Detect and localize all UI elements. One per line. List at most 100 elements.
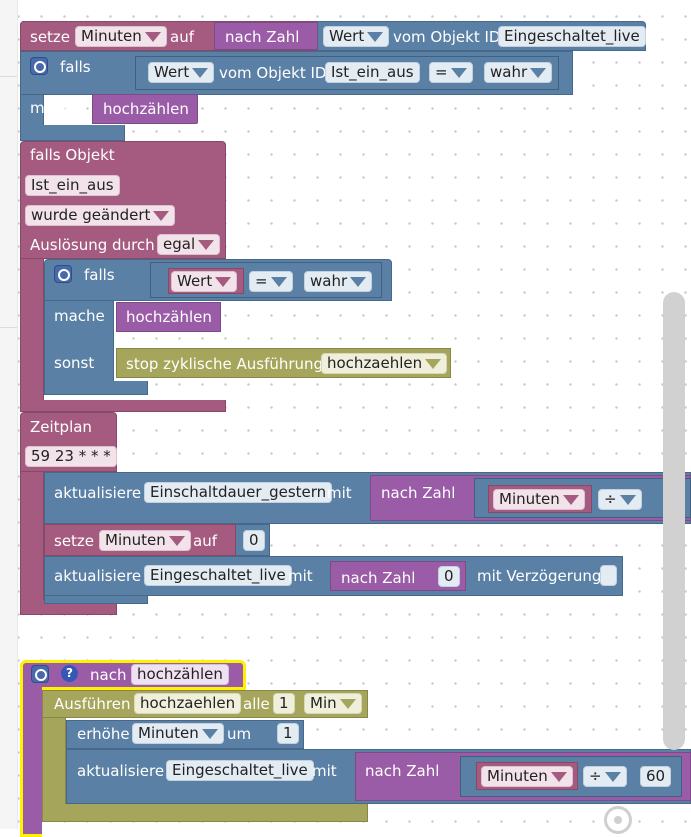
- falls-label: falls: [84, 266, 115, 284]
- dropdown-arrow-icon: [550, 771, 567, 782]
- variable-dropdown[interactable]: Minuten: [493, 489, 585, 510]
- dropdown-arrow-icon: [168, 535, 185, 546]
- condition-dropdown[interactable]: wurde geändert: [25, 205, 176, 226]
- mit-label: mit: [288, 567, 313, 585]
- operator-dropdown[interactable]: =: [249, 271, 293, 292]
- function-definition-spine: [20, 687, 42, 837]
- wert-dropdown[interactable]: Wert: [148, 62, 215, 83]
- dropdown-arrow-icon: [270, 276, 287, 287]
- stop-label: stop zyklische Ausführung: [126, 355, 324, 373]
- alle-label: alle: [243, 695, 270, 713]
- dropdown-arrow-icon: [562, 494, 579, 505]
- cron-field[interactable]: 59 23 * * *: [25, 446, 117, 467]
- dropdown-arrow-icon: [201, 728, 218, 739]
- setze-label: setze: [54, 532, 95, 550]
- um-label: um: [227, 725, 252, 743]
- aktualisiere-label: aktualisiere: [54, 484, 142, 502]
- mit-label: mit: [312, 762, 337, 780]
- ausfuehren-footer: [42, 804, 368, 822]
- vom-objekt-id-label: vom Objekt ID: [219, 64, 327, 82]
- operator-dropdown[interactable]: =: [429, 62, 473, 83]
- object-id-field[interactable]: Ist_ein_aus: [25, 175, 120, 196]
- verzoegerung-label: mit Verzögerung: [477, 567, 602, 585]
- ausloesung-label: Auslösung durch: [30, 236, 155, 254]
- divisor-field[interactable]: 60: [640, 766, 672, 787]
- vertical-scrollbar[interactable]: [663, 292, 685, 750]
- nach-zahl-label: nach Zahl: [341, 569, 416, 587]
- zeitplan-spine: [20, 472, 44, 600]
- step-field[interactable]: 1: [277, 723, 299, 744]
- object-id-field[interactable]: Ist_ein_aus: [325, 62, 420, 83]
- gear-icon[interactable]: [30, 57, 48, 75]
- sonst-label: sonst: [54, 354, 95, 372]
- mit-label: mit: [327, 484, 352, 502]
- number-field[interactable]: 0: [438, 566, 460, 587]
- aktualisiere-label: aktualisiere: [77, 762, 165, 780]
- auf-label: auf: [193, 532, 217, 550]
- object-id-field[interactable]: Eingeschaltet_live: [166, 760, 314, 781]
- function-name-field[interactable]: hochzählen: [131, 664, 229, 685]
- operator-dropdown[interactable]: ÷: [583, 766, 627, 787]
- interval-dropdown[interactable]: hochzaehlen: [321, 353, 448, 374]
- variable-dropdown[interactable]: Minuten: [132, 723, 224, 744]
- falls-sonst-spine: [44, 301, 114, 395]
- call-hochzaehlen-block[interactable]: [116, 302, 221, 332]
- dropdown-arrow-icon: [604, 771, 621, 782]
- dropdown-arrow-icon: [339, 698, 356, 709]
- dropdown-arrow-icon: [619, 494, 636, 505]
- interval-field[interactable]: 1: [273, 693, 295, 714]
- trigger-spine: [20, 259, 44, 400]
- object-id-field[interactable]: Eingeschaltet_live: [144, 565, 292, 586]
- operator-dropdown[interactable]: ÷: [598, 489, 642, 510]
- toolbox-divider: [0, 327, 17, 328]
- dropdown-arrow-icon: [450, 67, 467, 78]
- verzoegerung-checkbox[interactable]: [600, 565, 617, 586]
- dropdown-arrow-icon: [425, 358, 442, 369]
- trigger-footer: [20, 400, 226, 412]
- unit-dropdown[interactable]: Min: [304, 693, 362, 714]
- nach-zahl-label: nach Zahl: [225, 28, 300, 46]
- value-dropdown[interactable]: wahr: [304, 271, 373, 292]
- gear-icon[interactable]: [54, 265, 72, 283]
- call-hochzaehlen-block[interactable]: [92, 94, 198, 124]
- vom-objekt-id-label: vom Objekt ID: [393, 28, 501, 46]
- ausloesung-dropdown[interactable]: egal: [157, 234, 221, 255]
- wert-dropdown[interactable]: Wert: [323, 26, 390, 47]
- nach-zahl-label: nach Zahl: [365, 762, 440, 780]
- nach-zahl-block[interactable]: [214, 22, 318, 50]
- dropdown-arrow-icon: [367, 31, 384, 42]
- dropdown-arrow-icon: [198, 239, 215, 250]
- help-icon[interactable]: ?: [61, 665, 78, 682]
- value-dropdown[interactable]: wahr: [484, 62, 553, 83]
- dropdown-arrow-icon: [153, 210, 170, 221]
- function-call-label: hochzählen: [103, 100, 189, 118]
- object-id-field[interactable]: Einschaltdauer_gestern: [144, 482, 333, 503]
- aktualisiere-tab: [44, 596, 148, 604]
- dropdown-arrow-icon: [215, 276, 232, 287]
- dropdown-arrow-icon: [530, 67, 547, 78]
- workspace-center-icon[interactable]: [604, 806, 632, 834]
- mache-label: mache: [30, 99, 81, 117]
- ausfuehren-label: Ausführen: [54, 695, 131, 713]
- variable-dropdown[interactable]: Minuten: [75, 26, 167, 47]
- ausfuehren-spine: [42, 718, 66, 804]
- auf-label: auf: [170, 28, 194, 46]
- falls-block-spine: [20, 95, 44, 125]
- variable-dropdown[interactable]: Minuten: [481, 766, 573, 787]
- dropdown-arrow-icon: [350, 276, 367, 287]
- object-id-field[interactable]: Eingeschaltet_live: [498, 26, 646, 47]
- toolbox-divider: [0, 76, 17, 77]
- variable-dropdown[interactable]: Minuten: [99, 530, 191, 551]
- zeitplan-title: Zeitplan: [30, 418, 92, 436]
- erhoehe-label: erhöhe: [77, 725, 130, 743]
- gear-icon[interactable]: [31, 665, 49, 683]
- mache-label: mache: [54, 307, 105, 325]
- interval-name-field[interactable]: hochzaehlen: [134, 693, 242, 714]
- number-field[interactable]: 0: [243, 530, 265, 551]
- dropdown-arrow-icon: [144, 31, 161, 42]
- trigger-title: falls Objekt: [30, 146, 115, 164]
- toolbox-edge: [0, 0, 18, 829]
- nach-zahl-label: nach Zahl: [381, 484, 456, 502]
- wert-dropdown[interactable]: Wert: [171, 271, 238, 292]
- setze-label: setze: [30, 28, 71, 46]
